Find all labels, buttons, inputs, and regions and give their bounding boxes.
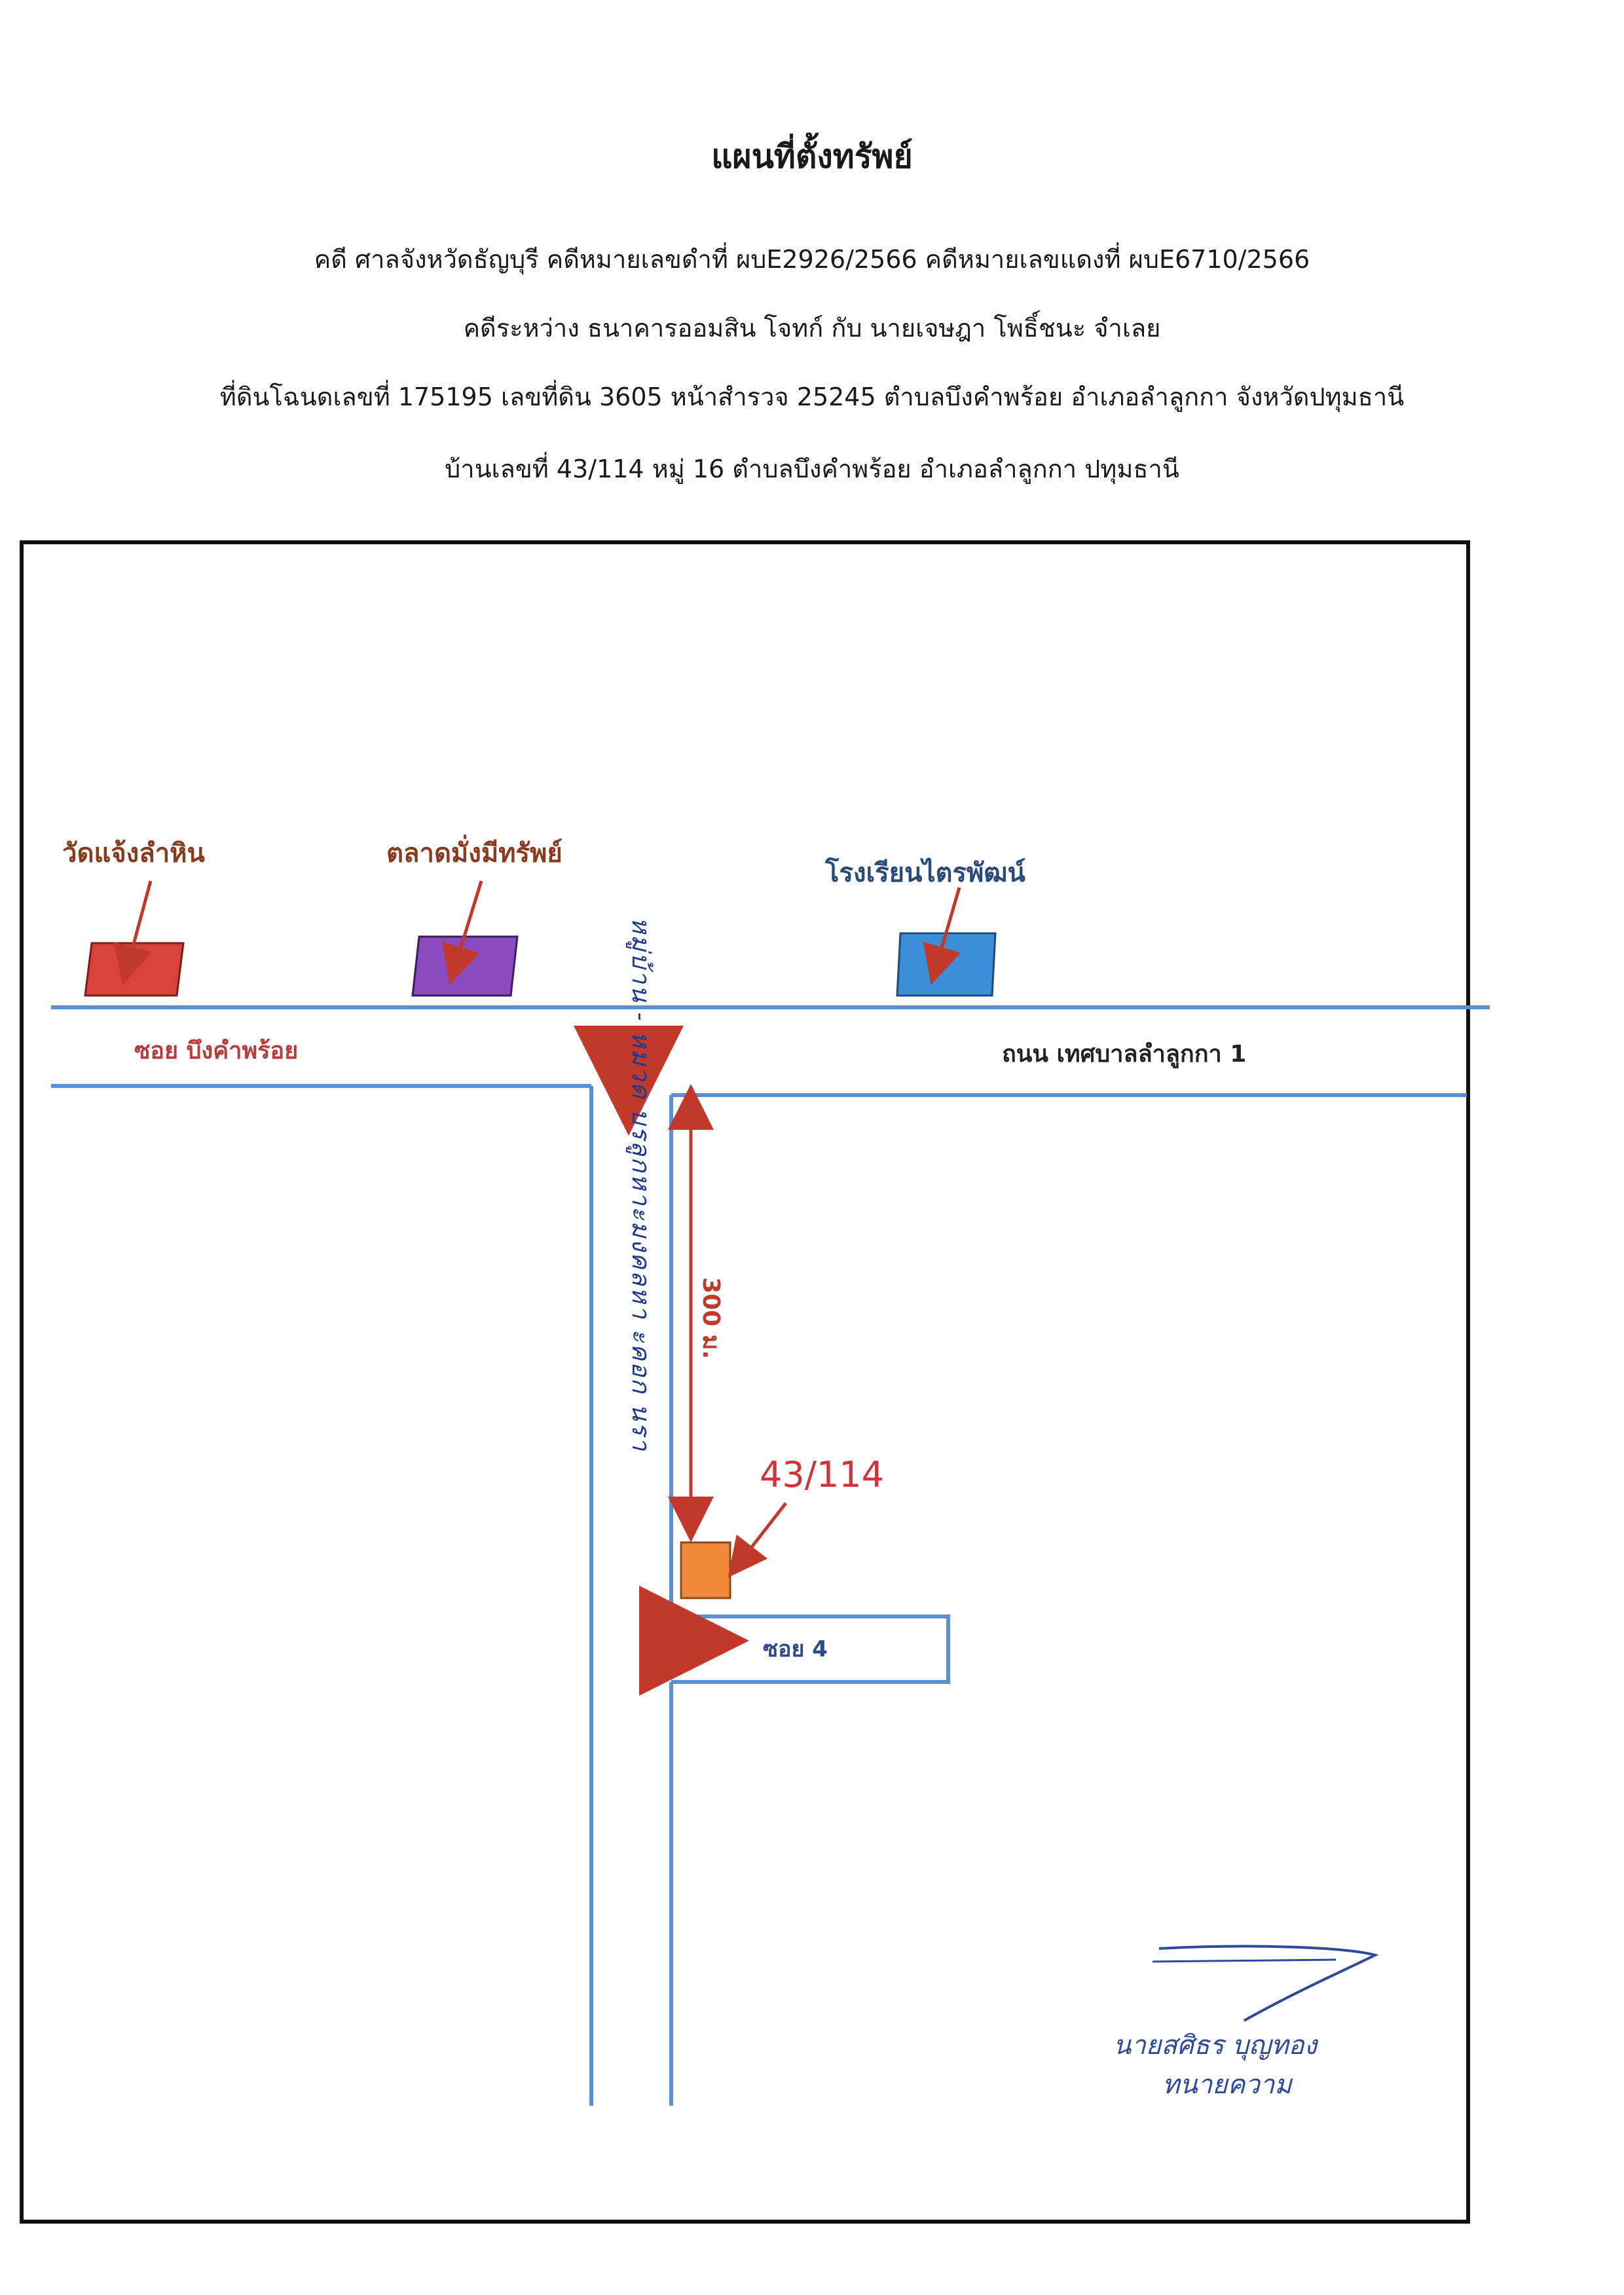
landmark-wat-box — [84, 942, 185, 997]
signature-scribble — [1158, 1945, 1379, 2022]
distance-label: 300 ม. — [697, 1277, 724, 1360]
soi4-label: ซอย 4 — [763, 1636, 828, 1662]
landmark-school-box — [896, 932, 997, 997]
soi4-outline — [671, 1614, 950, 1684]
landmark-wat-label: วัดแจ้งลำหิน — [62, 838, 205, 868]
page-title: แผนที่ตั้งทรัพย์ — [711, 138, 913, 176]
main-road-label: ถนน เทศบาลลำลูกกา 1 — [1002, 1041, 1247, 1068]
house-marker — [680, 1541, 731, 1599]
signature-stroke — [1152, 1958, 1337, 1963]
map-frame — [20, 540, 1470, 2224]
address-line: บ้านเลขที่ 43/114 หมู่ 16 ตำบลบึงคำพร้อย… — [445, 455, 1179, 483]
soi-name-label: ซอย บึงคำพร้อย — [134, 1037, 299, 1064]
landmark-market-box — [411, 935, 519, 997]
land-deed-line: ที่ดินโฉนดเลขที่ 175195 เลขที่ดิน 3605 ห… — [219, 382, 1405, 411]
signatory-name: นายสศิธร บุญทอง — [1113, 2030, 1318, 2061]
pointer-school — [923, 887, 961, 985]
pointer-wat — [113, 880, 153, 985]
parties-line: คดีระหว่าง ธนาคารออมสิน โจทก์ กับ นายเจษ… — [463, 314, 1161, 343]
turn-arrow-soi4 — [639, 1586, 749, 1696]
pointer-market — [442, 880, 483, 985]
pointer-house — [728, 1502, 787, 1578]
turn-arrow-into-soi — [574, 1026, 684, 1136]
house-number-label: 43/114 — [760, 1454, 884, 1495]
case-line: คดี ศาลจังหวัดธัญบุรี คดีหมายเลขดำที่ ผบ… — [314, 245, 1310, 274]
signatory-title: ทนายความ — [1162, 2070, 1292, 2100]
landmark-market-label: ตลาดมั่งมีทรัพย์ — [386, 838, 563, 868]
handwritten-village-name: หมู่บ้าน - หมวด บรลูกหาะมงคลหา ะคอก นรา — [627, 917, 655, 1452]
landmark-school-label: โรงเรียนไตรพัฒน์ — [825, 858, 1025, 888]
